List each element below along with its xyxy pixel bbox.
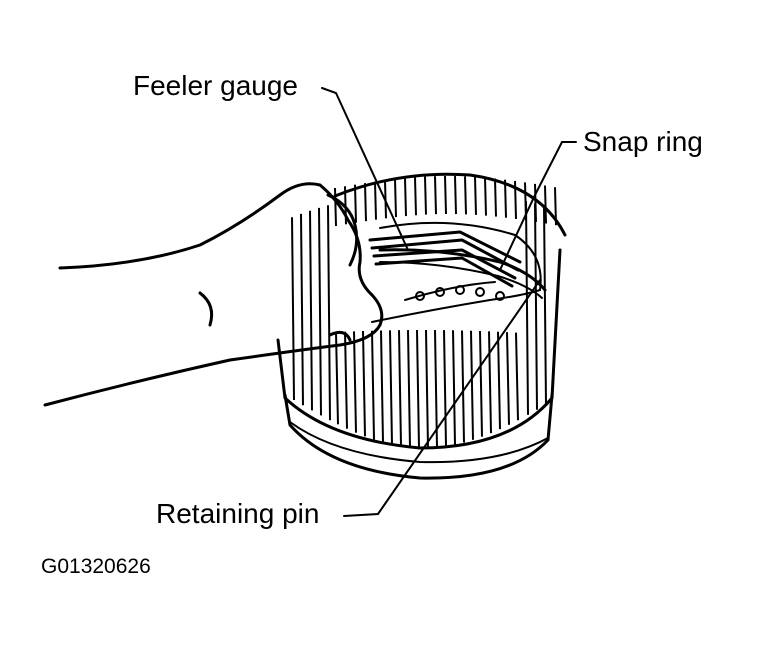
spline-groove xyxy=(318,207,322,416)
snap-ring-callout: Snap ring xyxy=(583,126,703,157)
spline-groove xyxy=(514,180,517,219)
retaining-pin-hole xyxy=(415,291,425,301)
drum-base-ring xyxy=(283,393,554,480)
spline-groove xyxy=(484,177,487,216)
spline-groove xyxy=(309,210,313,411)
spline-groove xyxy=(443,330,447,447)
spline-groove xyxy=(470,330,474,440)
thumb-crease xyxy=(198,291,214,327)
feeler-blade-3 xyxy=(372,248,517,280)
spline-groove xyxy=(300,213,304,406)
spline-groove xyxy=(461,330,465,443)
spline-groove xyxy=(374,181,377,220)
spline-groove xyxy=(362,331,366,437)
spline-groove xyxy=(344,331,348,429)
drum-spline-grooves xyxy=(291,175,557,448)
spline-groove xyxy=(354,184,357,223)
spline-groove xyxy=(404,178,407,217)
figure-id: G01320626 xyxy=(41,555,151,578)
retaining-pin-hole xyxy=(475,287,485,297)
feeler-blade-1 xyxy=(368,230,522,264)
drum-base-ring-inner xyxy=(289,421,549,464)
retaining-pin-hole xyxy=(495,291,505,301)
spline-groove xyxy=(497,331,501,430)
spline-groove xyxy=(398,330,402,447)
snap-ring-ledge xyxy=(404,281,496,301)
spline-groove xyxy=(543,205,547,405)
spline-groove xyxy=(327,205,331,421)
spline-groove xyxy=(424,176,427,215)
spline-groove xyxy=(554,187,557,226)
retaining-pin-hole xyxy=(435,287,445,297)
feeler-blade-4 xyxy=(374,256,514,288)
spline-groove xyxy=(389,330,393,445)
feeler-gauge-leader xyxy=(321,87,409,251)
feeler-gauge-callout: Feeler gauge xyxy=(133,70,299,101)
retaining-pin-hole xyxy=(455,285,465,295)
spline-groove xyxy=(335,332,339,425)
drum-left-edge xyxy=(276,248,562,450)
spline-groove xyxy=(444,175,447,215)
spline-groove xyxy=(506,332,510,425)
spline-groove xyxy=(394,179,397,218)
retaining-pin-callout: Retaining pin xyxy=(156,498,320,529)
retaining-pin-leader xyxy=(343,279,541,517)
spline-groove xyxy=(407,330,411,448)
spline-groove xyxy=(364,183,367,222)
finger-knuckle xyxy=(326,193,359,267)
spline-groove xyxy=(414,177,417,216)
finger-tip xyxy=(328,330,352,342)
spline-groove xyxy=(334,187,337,227)
spline-groove xyxy=(534,183,537,222)
spline-groove xyxy=(479,330,483,437)
snap-ring-upper xyxy=(378,248,547,292)
spline-groove xyxy=(544,185,547,224)
spline-groove xyxy=(416,329,420,448)
snap-ring-leader xyxy=(499,141,577,271)
spline-groove xyxy=(353,331,357,433)
spline-groove xyxy=(434,176,437,215)
spline-groove xyxy=(452,330,456,445)
spline-groove xyxy=(515,332,519,421)
spline-groove xyxy=(534,203,538,410)
feeler-blade-2 xyxy=(370,238,520,272)
snap-ring-lower xyxy=(379,261,543,299)
spline-groove xyxy=(464,176,467,215)
spline-groove xyxy=(454,176,457,215)
spline-groove xyxy=(371,330,375,440)
spline-groove xyxy=(474,176,477,215)
hand-outline xyxy=(43,182,384,407)
spline-groove xyxy=(425,329,429,448)
spline-groove xyxy=(504,179,507,218)
spline-groove xyxy=(525,201,529,415)
spline-groove xyxy=(380,330,384,443)
spline-groove xyxy=(494,178,497,217)
drum-inner-rim xyxy=(379,221,542,291)
spline-groove xyxy=(344,186,347,225)
spline-groove xyxy=(488,331,492,434)
spline-groove xyxy=(291,217,295,401)
